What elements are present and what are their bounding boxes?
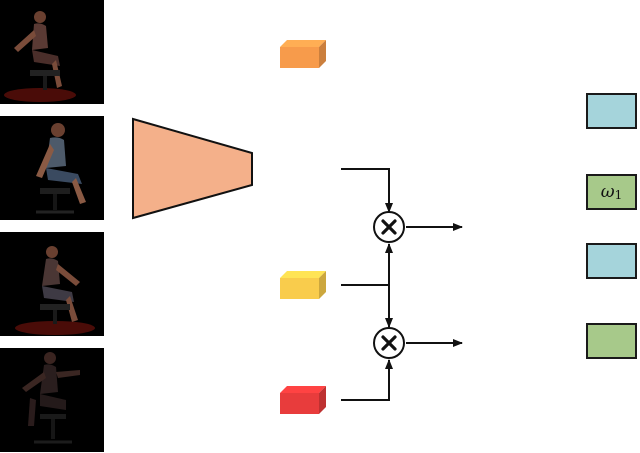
arrow-into-lower-multiply-from-bottom <box>341 359 393 401</box>
person-sitting-image <box>15 246 95 335</box>
feature-token-orange <box>280 40 326 68</box>
multiply-icon <box>381 219 397 235</box>
feature-token-yellow <box>280 271 326 299</box>
feature-token-red <box>280 386 326 414</box>
input-frame-4 <box>0 348 104 452</box>
input-frame-3 <box>0 232 104 336</box>
input-frame-1 <box>0 0 104 104</box>
output-box-4 <box>586 323 637 359</box>
output-box-3 <box>586 243 637 279</box>
input-frame-2 <box>0 116 104 220</box>
multiply-node-upper <box>373 211 405 243</box>
multiply-node-lower <box>373 327 405 359</box>
person-sitting-image <box>36 123 86 214</box>
omega-label: ω <box>600 182 615 202</box>
connector-lines <box>341 168 463 401</box>
arrow-into-upper-multiply-from-top <box>341 168 393 213</box>
encoder-block <box>132 117 253 220</box>
person-sitting-image <box>22 352 80 444</box>
output-box-1 <box>586 93 637 129</box>
person-sitting-image <box>4 11 76 102</box>
omega-subscript: 1 <box>614 188 623 202</box>
multiply-icon <box>381 335 397 351</box>
